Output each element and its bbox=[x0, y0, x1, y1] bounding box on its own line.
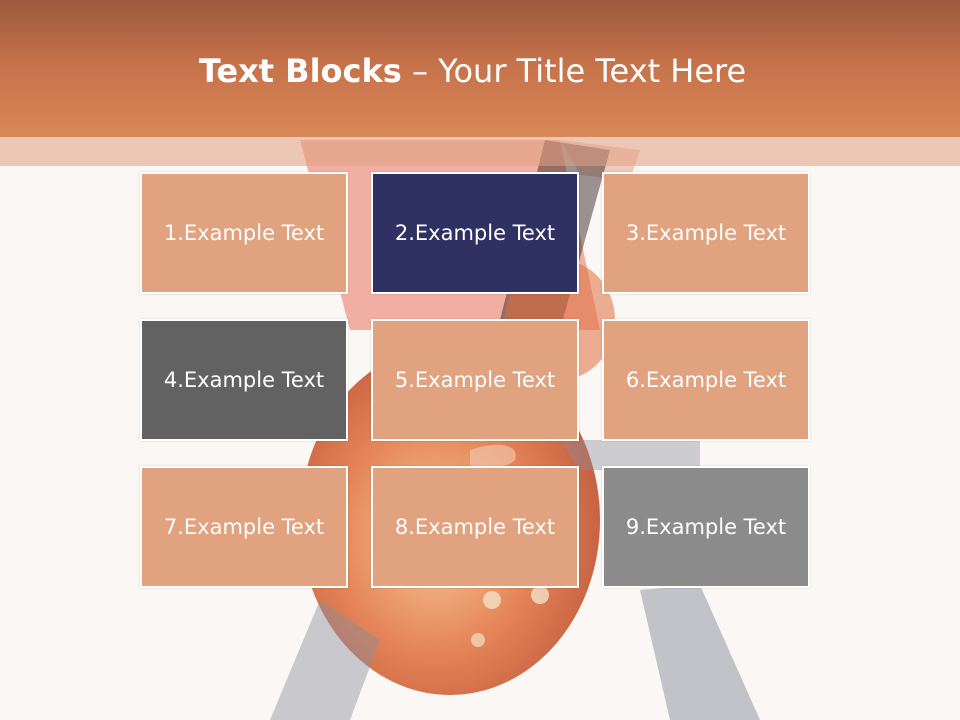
text-block-label: 6.Example Text bbox=[625, 368, 787, 392]
text-block-8: 8.Example Text bbox=[371, 466, 579, 588]
text-block-label: 7.Example Text bbox=[163, 515, 325, 539]
text-block-label: 1.Example Text bbox=[163, 221, 325, 245]
text-block-6: 6.Example Text bbox=[602, 319, 810, 441]
title-rest-part: Your Title Text Here bbox=[438, 52, 747, 90]
text-block-label: 2.Example Text bbox=[394, 221, 556, 245]
text-block-label: 8.Example Text bbox=[394, 515, 556, 539]
text-block-1: 1.Example Text bbox=[140, 172, 348, 294]
title-bar bbox=[0, 0, 960, 137]
text-block-label: 5.Example Text bbox=[394, 368, 556, 392]
text-block-9: 9.Example Text bbox=[602, 466, 810, 588]
text-block-4: 4.Example Text bbox=[140, 319, 348, 441]
text-block-3: 3.Example Text bbox=[602, 172, 810, 294]
header-accent-band bbox=[0, 137, 960, 166]
text-block-7: 7.Example Text bbox=[140, 466, 348, 588]
title-bold-part: Text Blocks bbox=[198, 52, 402, 90]
text-block-5: 5.Example Text bbox=[371, 319, 579, 441]
text-block-label: 4.Example Text bbox=[163, 368, 325, 392]
text-block-label: 3.Example Text bbox=[625, 221, 787, 245]
slide-title: Text Blocks – Your Title Text Here bbox=[0, 52, 945, 90]
text-block-2: 2.Example Text bbox=[371, 172, 579, 294]
title-dash: – bbox=[401, 52, 439, 90]
text-block-label: 9.Example Text bbox=[625, 515, 787, 539]
